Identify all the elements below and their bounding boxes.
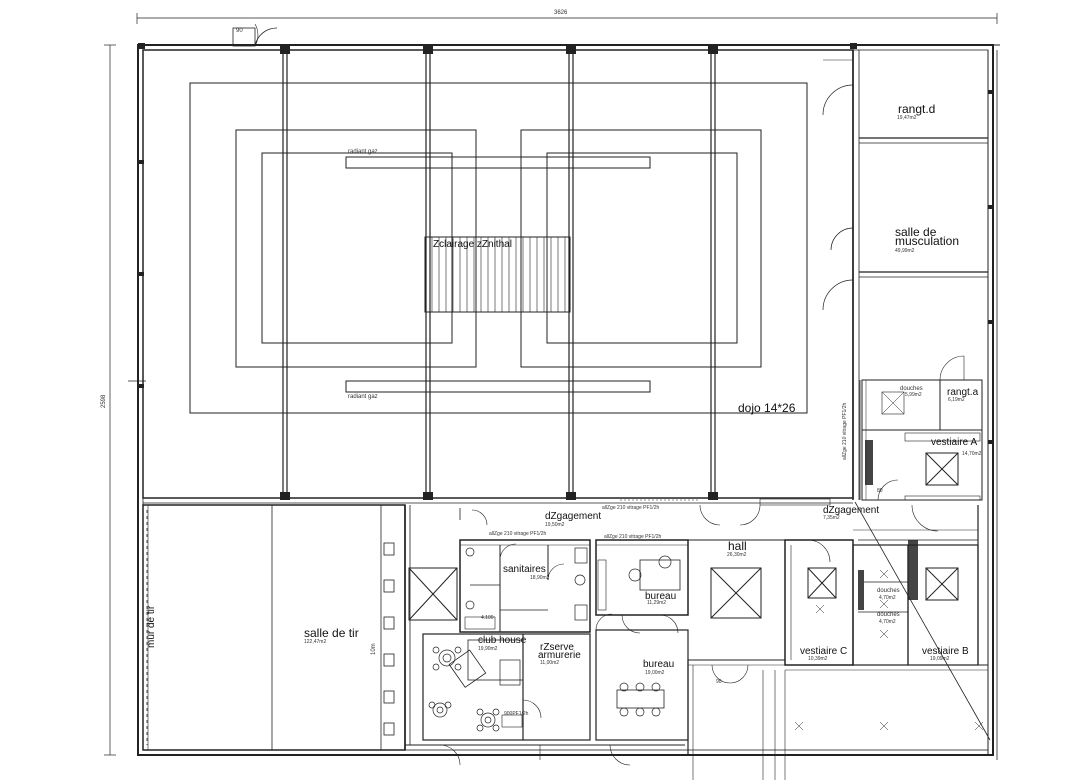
dimension-height-label: 2598	[101, 394, 107, 408]
dojo-mat-outer	[189, 82, 808, 414]
radiant-gas-bottom-label: radiant gaz	[348, 394, 378, 400]
bureau-1-area: 11,29m2	[647, 600, 667, 606]
vestiaire-b-area: 19,09m2	[930, 656, 950, 662]
vent-shaft-tir	[408, 567, 458, 621]
shooting-range	[142, 504, 406, 751]
vestiaire-b-label: vestiaire B	[922, 646, 969, 657]
club-house	[422, 633, 591, 741]
salle-musculation-label-2: musculation	[895, 234, 960, 248]
sanitaires-area: 18,90m2	[530, 575, 550, 581]
sanitaires-label: sanitaires	[503, 564, 546, 575]
reserve-label-1: rZserve	[540, 642, 574, 653]
degagement-2-area: 7,35m2	[823, 515, 840, 521]
vestiaire-c-label: vestiaire C	[800, 646, 848, 657]
mur-de-tir-label: mur de tir	[146, 605, 157, 648]
vent-shaft-c	[807, 567, 837, 599]
bureau-2-label: bureau	[643, 659, 675, 670]
douches-1-area: 5,99m2	[905, 392, 922, 398]
outer-wall	[137, 44, 994, 756]
douches-2-area: 4,70m2	[879, 595, 896, 601]
vent-shaft-a	[925, 452, 959, 486]
hall-area: 26,30m2	[727, 552, 747, 558]
vestiaire-a-label: vestiaire A	[931, 437, 978, 448]
hall-label: hall	[728, 539, 747, 553]
clearance-label: 10m	[371, 643, 377, 655]
dimension-width-label: 3626	[554, 10, 568, 16]
degagement-1-area: 19,50m2	[545, 522, 565, 528]
salle-musculation-label-1: salle de	[895, 225, 937, 239]
skylight-label: Zclairage zZnithal	[433, 239, 512, 250]
glazing-note-2: allZge 210 vitrage PF1/2h	[604, 534, 662, 540]
douches-1-label: douches	[900, 386, 923, 392]
club-house-label: club house	[478, 635, 527, 646]
door-90-hall-label: 90	[716, 679, 722, 685]
vertical-glazing-note: allZge 210 vitrage PF1/2h	[842, 402, 848, 460]
glazing-note-1: allZge 210 vitrage PF1/2h	[489, 531, 547, 537]
degagement-2-label: dZgagement	[823, 505, 880, 516]
rangt-a-label: rangt.a	[947, 387, 979, 398]
door-80-label: 80	[877, 488, 883, 494]
fire-door-note: 900PF1/2h	[504, 711, 529, 717]
reserve-label-2: armurerie	[538, 650, 581, 661]
degagement-1-label: dZgagement	[545, 511, 602, 522]
salle-de-tir-area: 122,47m2	[304, 639, 327, 645]
douches-3-area: 4,70m2	[879, 619, 896, 625]
dojo-label: dojo 14*26	[738, 401, 796, 415]
door-width-label: 90	[236, 28, 243, 34]
vent-shaft-b	[925, 567, 959, 601]
vestiaire-a-area: 14,70m2	[962, 451, 982, 457]
hall-skylight	[710, 567, 762, 619]
salle-musculation-area: 49,99m2	[895, 248, 915, 254]
bureau-2-area: 19,00m2	[645, 670, 665, 676]
skylight	[424, 236, 571, 313]
door-dimension-label: 4.100	[481, 615, 494, 621]
douches-3-label: douches	[877, 612, 900, 618]
vestiaire-c-area: 10,39m2	[808, 656, 828, 662]
douches-2-label: douches	[877, 588, 900, 594]
reserve-area: 11,00m2	[540, 660, 560, 666]
salle-de-tir-label: salle de tir	[304, 626, 359, 640]
glazing-note-3: allZge 210 vitrage PF1/2h	[602, 505, 660, 511]
dojo-area	[142, 49, 854, 499]
rangt-d-area: 19,47m2	[897, 115, 917, 121]
rangt-d-label: rangt.d	[898, 102, 936, 116]
radiant-gas-top-label: radiant gaz	[348, 149, 378, 155]
club-house-area: 19,90m2	[478, 646, 498, 652]
rangt-a-area: 6,19m2	[948, 397, 965, 403]
bureau-1-label: bureau	[645, 591, 677, 602]
